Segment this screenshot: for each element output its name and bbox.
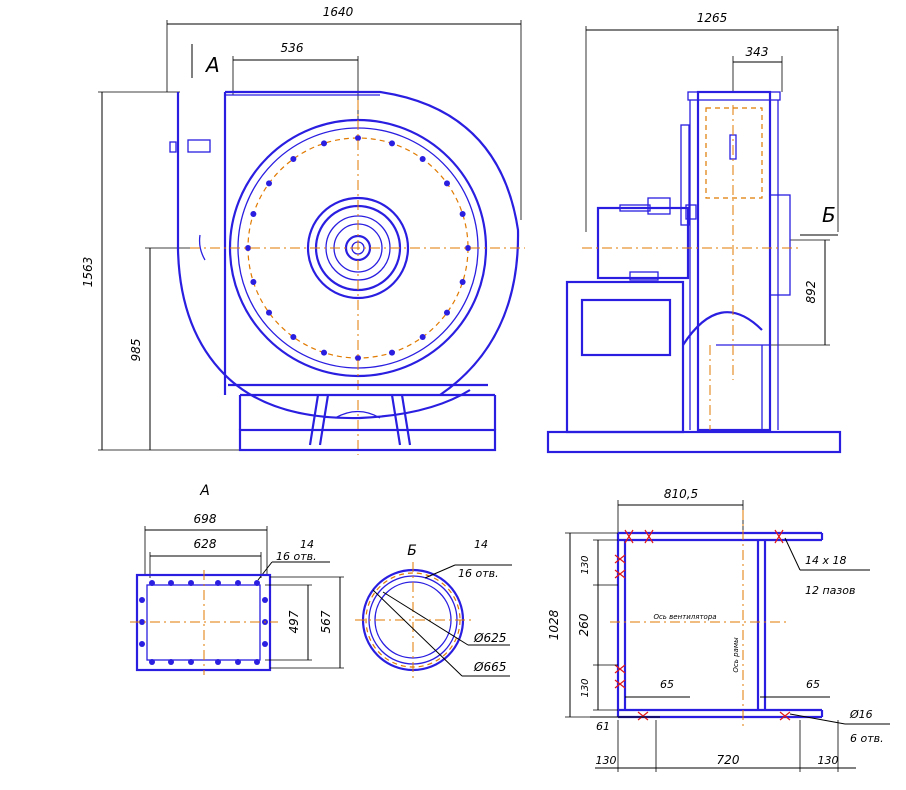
bolt-hole — [388, 140, 395, 147]
bolt-hole — [266, 309, 273, 316]
bolt-hole — [443, 180, 450, 187]
bolt-hole — [290, 333, 297, 340]
right-margin-dim: 130 — [818, 754, 839, 767]
flange-bolt-hole — [149, 659, 155, 665]
bolt-hole — [388, 349, 395, 356]
base-plan: 810,5 Ось вентилятора Ось рамы 1028 130 … — [547, 487, 890, 772]
detail-a-inner-height: 497 — [287, 610, 301, 633]
detail-a-title: A — [199, 483, 210, 499]
frame-axis-label: Ось рамы — [732, 637, 740, 673]
flange-bolt-hole — [139, 597, 145, 603]
flange-bolt-hole — [254, 580, 260, 586]
axis-height-dim: 985 — [129, 339, 143, 362]
flange-bolt-hole — [139, 641, 145, 647]
bolt-hole — [321, 349, 328, 356]
outlet-depth-dim: 343 — [746, 45, 769, 59]
detail-a-inner-width: 628 — [194, 537, 217, 551]
front-width-dim: 1640 — [323, 5, 354, 19]
detail-b-outer-dia: Ø665 — [473, 660, 506, 674]
flange-bolt-hole — [215, 580, 221, 586]
detail-a-outer-height: 567 — [319, 610, 333, 633]
flange-bolt-hole — [188, 580, 194, 586]
bolt-hole — [443, 309, 450, 316]
flange-bolt-hole — [168, 580, 174, 586]
side-width-dim: 1265 — [697, 11, 728, 25]
detail-a-hole-dia: 14 — [300, 538, 314, 551]
detail-b-title: Б — [407, 543, 417, 559]
bottom-spacing-dim: 130 — [580, 678, 591, 697]
gap-right-dim: 65 — [806, 678, 820, 691]
top-spacing-dim: 130 — [580, 555, 591, 574]
bolt-hole — [459, 211, 466, 218]
outlet-height-dim: 892 — [804, 281, 818, 304]
flange-bolt-hole — [262, 597, 268, 603]
bolt-hole — [250, 211, 257, 218]
bolt-hole — [290, 156, 297, 163]
front-view: 1640 536 A 1563 985 — [81, 5, 525, 455]
flange-bolt-hole — [235, 580, 241, 586]
base-width-dim: 810,5 — [664, 487, 698, 501]
fan-axis-label: Ось вентилятора — [653, 613, 716, 621]
left-margin-dim: 130 — [596, 754, 617, 767]
base-length-dim: 1028 — [547, 609, 561, 640]
section-a-marker: A — [204, 53, 220, 77]
flange-bolt-hole — [139, 619, 145, 625]
detail-b-hole-dia: 14 — [474, 538, 488, 551]
hole-count-label: 6 отв. — [850, 732, 884, 745]
detail-a: A 698 628 14 16 отв. 497 567 — [130, 483, 344, 675]
flange-bolt-hole — [262, 641, 268, 647]
bolt-hole — [266, 180, 273, 187]
hole-dia-label: Ø16 — [849, 708, 873, 721]
flange-bolt-hole — [149, 580, 155, 586]
flange-bolt-hole — [215, 659, 221, 665]
flange-bolt-hole — [235, 659, 241, 665]
detail-a-hole-count: 16 отв. — [276, 550, 317, 563]
bolt-hole — [355, 135, 361, 141]
bolt-hole — [465, 245, 471, 251]
detail-b: Б 14 16 отв. Ø625 Ø665 — [355, 538, 512, 678]
flange-bolt-hole — [168, 659, 174, 665]
bolt-hole — [250, 278, 257, 285]
slot-count-label: 12 пазов — [805, 584, 856, 597]
detail-b-hole-count: 16 отв. — [458, 567, 499, 580]
flange-bolt-hole — [254, 659, 260, 665]
gap-left-dim: 65 — [660, 678, 674, 691]
mid-spacing-dim: 260 — [577, 613, 591, 636]
detail-a-outer-width: 698 — [194, 512, 217, 526]
side-view: 1265 343 Б 892 — [546, 11, 842, 454]
bolt-hole — [245, 245, 251, 251]
detail-b-inner-dia: Ø625 — [473, 631, 506, 645]
bolt-hole — [459, 278, 466, 285]
flange-bolt-hole — [188, 659, 194, 665]
bolt-hole — [419, 333, 426, 340]
slot-size-label: 14 х 18 — [805, 554, 847, 567]
bolt-hole — [355, 355, 361, 361]
impeller-bolts — [245, 135, 471, 361]
span-dim: 720 — [717, 753, 740, 767]
section-b-marker: Б — [822, 203, 836, 227]
outlet-width-dim: 536 — [281, 41, 304, 55]
bolt-hole — [321, 140, 328, 147]
bolt-hole — [419, 156, 426, 163]
front-height-dim: 1563 — [81, 257, 95, 288]
offset-left-dim: 61 — [596, 720, 610, 733]
